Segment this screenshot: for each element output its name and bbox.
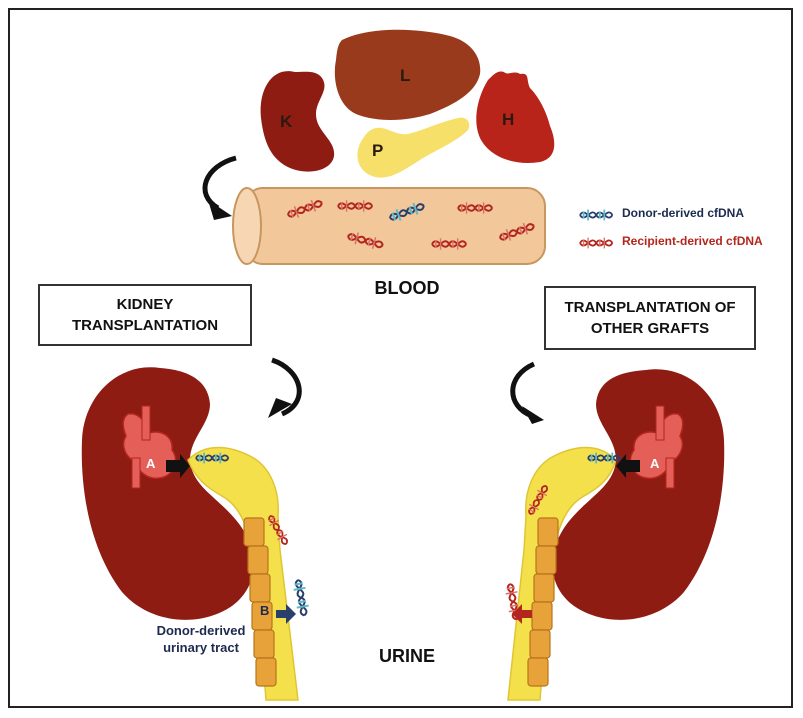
organ-label-heart: H bbox=[502, 110, 514, 130]
legend-donor-dna-icon bbox=[580, 210, 612, 221]
kidney-organ-shape bbox=[261, 71, 335, 172]
diagram-frame: K L P H BLOOD URINE Donor-derived cfDNA … bbox=[8, 8, 793, 708]
marker-b-left: B bbox=[260, 603, 269, 618]
organ-label-liver: L bbox=[400, 66, 410, 86]
kidney-transplantation-line1: KIDNEY bbox=[117, 294, 174, 315]
blood-vessel bbox=[233, 188, 545, 264]
legend-donor-label: Donor-derived cfDNA bbox=[622, 206, 744, 220]
other-grafts-box: TRANSPLANTATION OF OTHER GRAFTS bbox=[544, 286, 756, 350]
kidney-transplantation-box: KIDNEY TRANSPLANTATION bbox=[38, 284, 252, 346]
other-grafts-line1: TRANSPLANTATION OF bbox=[564, 297, 735, 318]
legend-recipient-dna-icon bbox=[580, 238, 612, 249]
heart-organ-shape bbox=[476, 71, 554, 163]
donor-urinary-tract-line2: urinary tract bbox=[136, 639, 266, 656]
legend-recipient-label: Recipient-derived cfDNA bbox=[622, 234, 763, 248]
urine-label: URINE bbox=[352, 646, 462, 667]
curved-arrow-icon bbox=[205, 158, 236, 208]
diagram-canvas bbox=[10, 10, 795, 710]
marker-a-right: A bbox=[650, 456, 659, 471]
organ-label-pancreas: P bbox=[372, 141, 383, 161]
donor-urinary-tract-label: Donor-derived urinary tract bbox=[136, 622, 266, 656]
marker-a-left: A bbox=[146, 456, 155, 471]
organ-label-kidney: K bbox=[280, 112, 292, 132]
kidney-transplantation-line2: TRANSPLANTATION bbox=[72, 315, 218, 336]
blood-label: BLOOD bbox=[352, 278, 462, 299]
donor-urinary-tract-line1: Donor-derived bbox=[136, 622, 266, 639]
other-grafts-line2: OTHER GRAFTS bbox=[591, 318, 709, 339]
